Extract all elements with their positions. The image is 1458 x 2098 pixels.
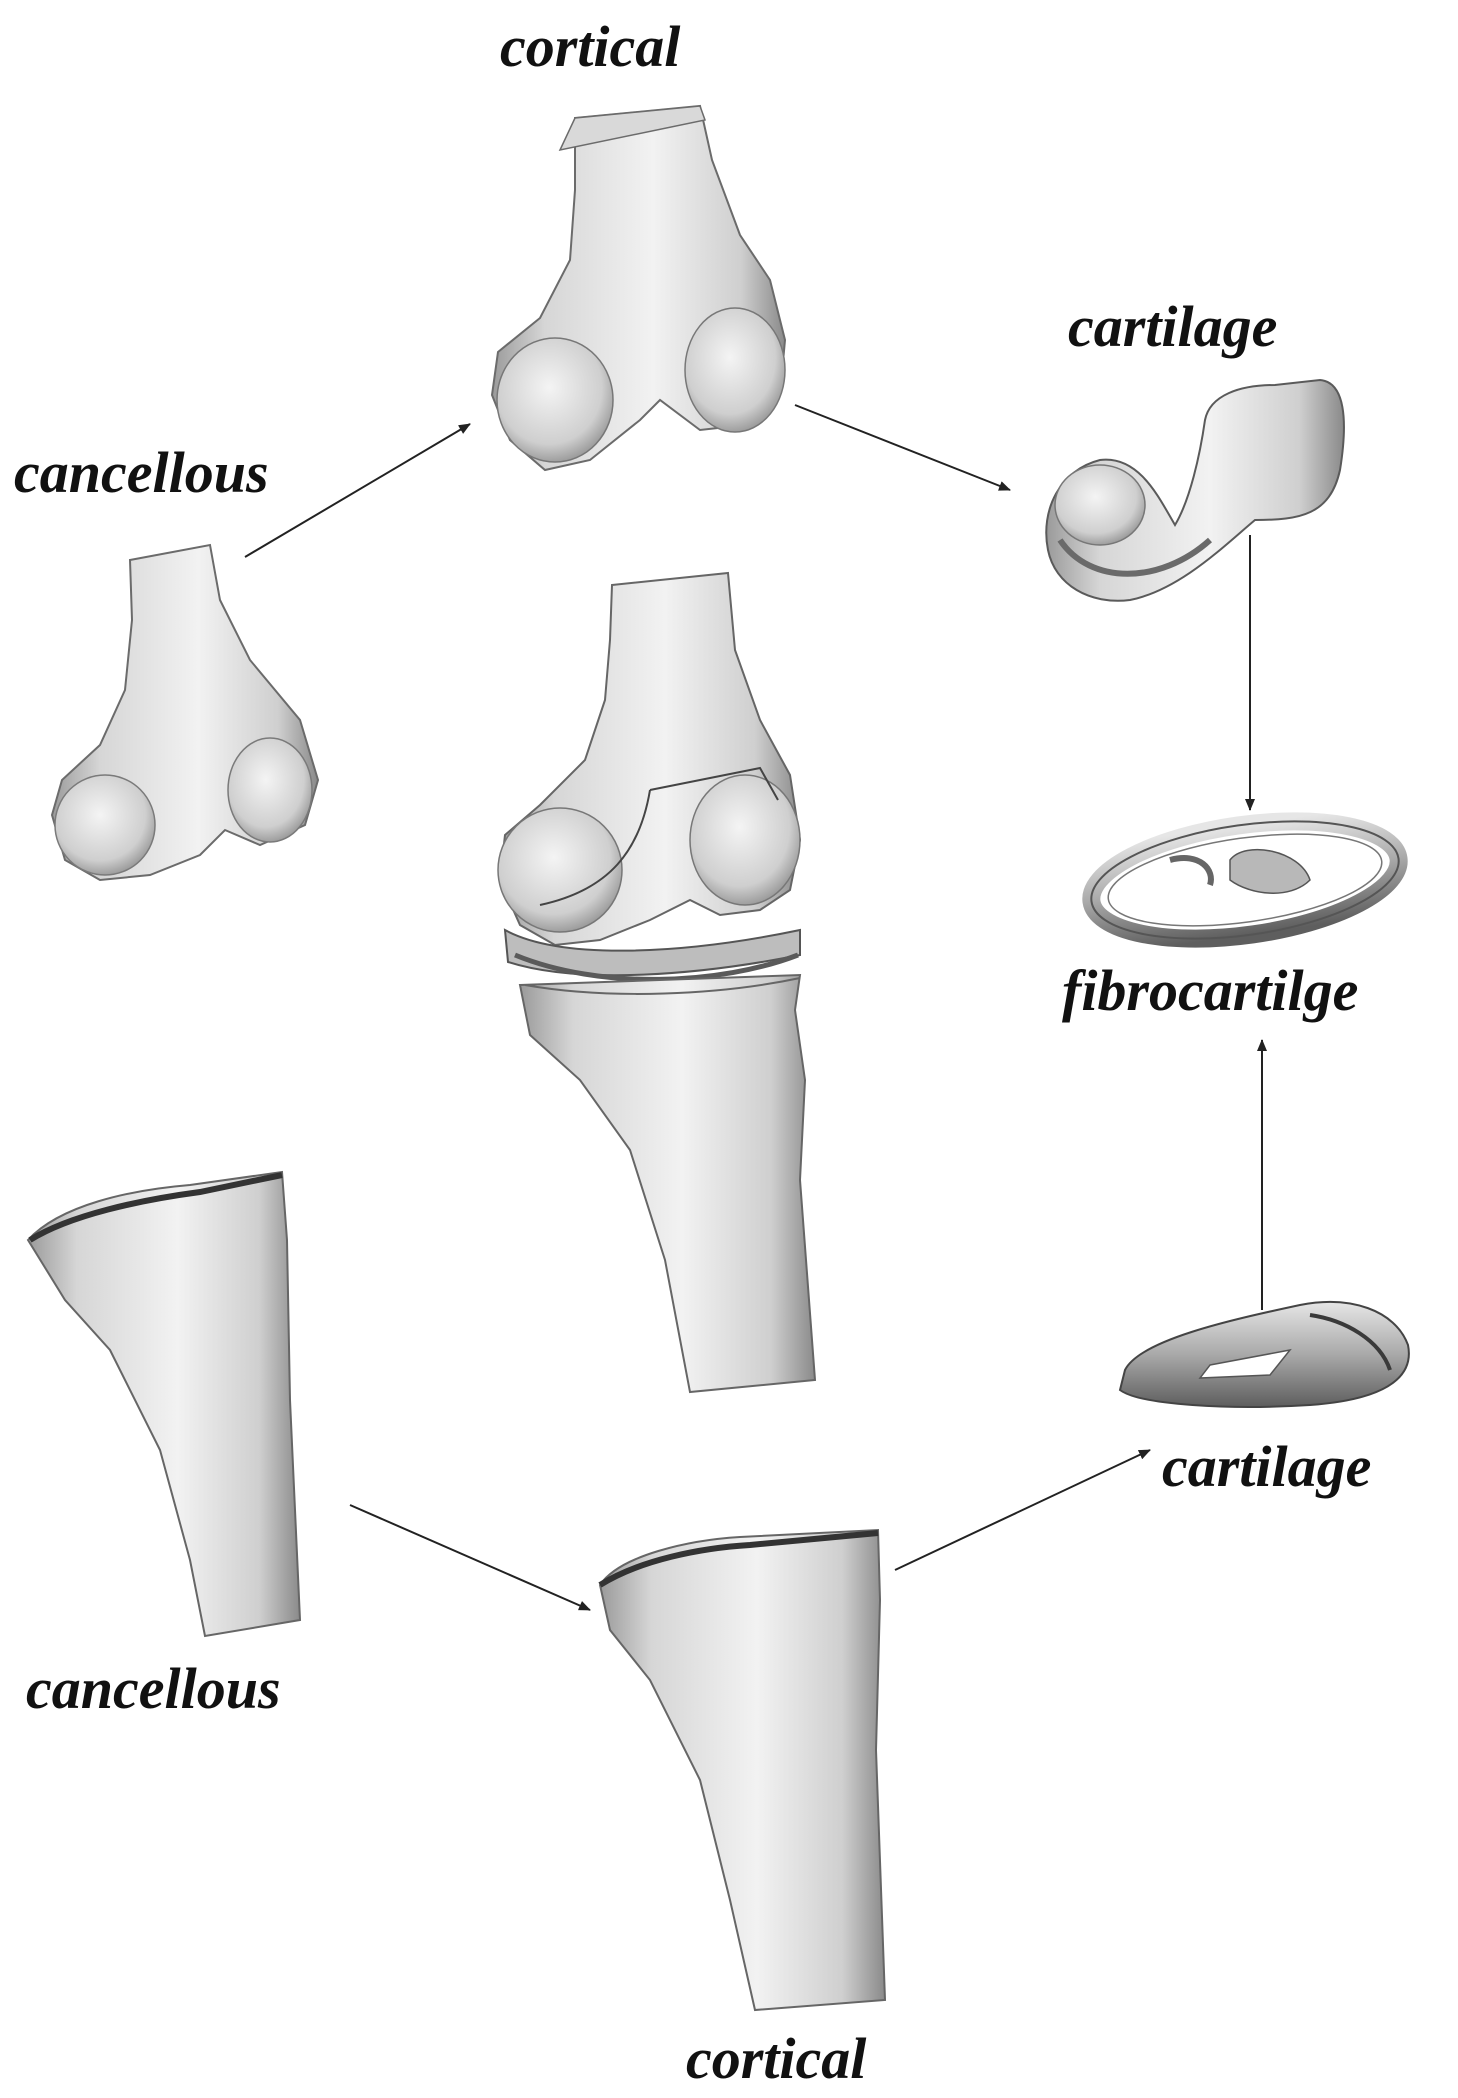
label-tibia-cancellous: cancellous [26,1656,281,1721]
label-femur-cortical: cortical [500,14,681,79]
arrow-femur-cancellous-to-cortical [244,423,471,558]
label-femur-cancellous: cancellous [14,440,269,505]
arrow-femur-cortical-to-cartilage [794,404,1011,491]
tibia-cortical-model [598,1528,887,2012]
arrow-tibia-cortical-to-cartilage [894,1449,1151,1571]
femur-cancellous-model [50,543,320,882]
femur-cartilage-model [1045,378,1345,602]
label-tibia-cortical: cortical [686,2026,867,2091]
fibrocartilage-model [1082,812,1408,948]
femur-cortical-model [490,104,787,472]
label-tibia-cartilage: cartilage [1162,1434,1372,1499]
label-femur-cartilage: cartilage [1068,294,1278,359]
label-fibrocartilage: fibrocartilge [1062,958,1359,1023]
arrows [244,404,1267,1611]
assembled-knee-model [497,571,817,1394]
tibia-cancellous-model [26,1170,302,1638]
tibia-cartilage-model [1118,1301,1410,1408]
arrow-tibia-cancellous-to-cortical [349,1504,591,1611]
